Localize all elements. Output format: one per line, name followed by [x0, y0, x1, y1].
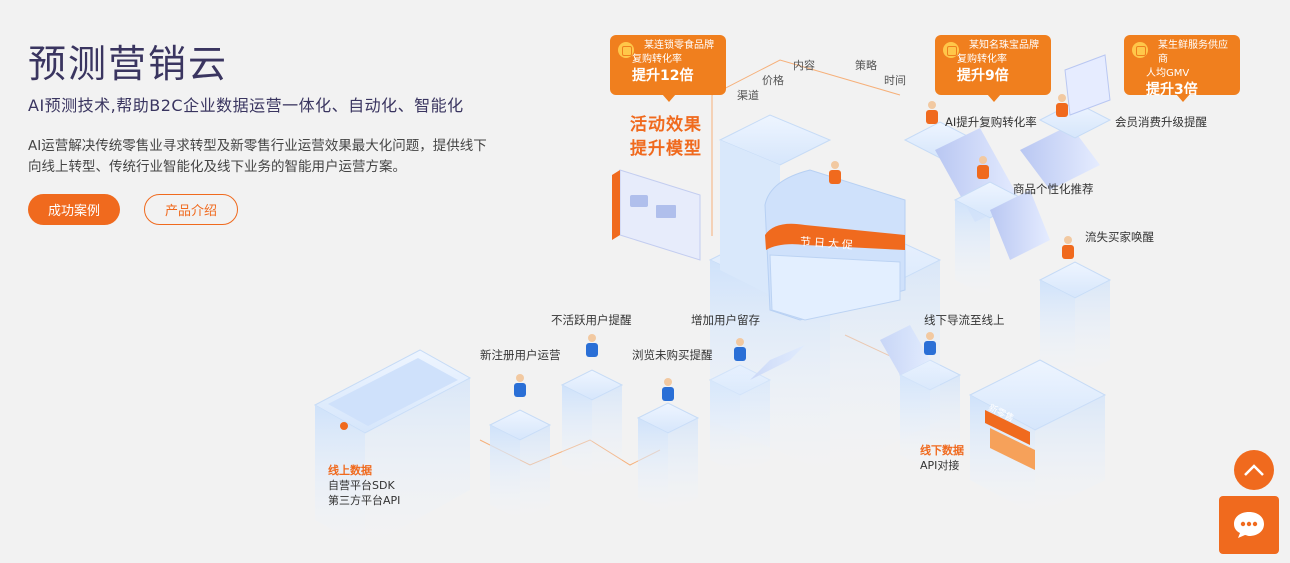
label-membership: 会员消费升级提醒	[1115, 115, 1207, 129]
label-inactive: 不活跃用户提醒	[551, 313, 632, 327]
callout-jewelry-brand: 某知名珠宝品牌 复购转化率 提升9倍	[935, 35, 1051, 102]
callout-metric: 人均GMV	[1146, 68, 1190, 79]
model-title: 活动效果 提升模型	[630, 113, 702, 161]
message-board	[612, 169, 701, 261]
label-offline-to-online: 线下导流至线上	[924, 313, 1005, 327]
model-title-line2: 提升模型	[630, 139, 702, 159]
main-building	[708, 114, 942, 475]
offline-data-block: 线下数据 API对接	[920, 443, 964, 473]
offline-data-title: 线下数据	[920, 444, 964, 457]
illustration-graphics	[313, 54, 1112, 548]
callout-fresh-supplier: 某生鲜服务供应商 人均GMV 提升3倍	[1124, 35, 1240, 102]
badge-icon	[1132, 42, 1148, 58]
phone-illustration	[313, 349, 472, 548]
offline-data-api: API对接	[920, 459, 960, 472]
badge-icon	[943, 42, 959, 58]
label-ai-repurchase: AI提升复购转化率	[945, 115, 1037, 129]
success-cases-button[interactable]: 成功案例	[28, 194, 121, 225]
label-new-user: 新注册用户运营	[480, 348, 561, 362]
product-intro-button[interactable]: 产品介绍	[144, 194, 239, 225]
hero-text-block: 预测营销云 AI预测技术,帮助B2C企业数据运营一体化、自动化、智能化 AI运营…	[28, 40, 508, 225]
hero-buttons: 成功案例 产品介绍	[28, 194, 508, 225]
label-churn: 流失买家唤醒	[1085, 230, 1154, 244]
dimension-price: 价格	[762, 74, 784, 87]
chat-button[interactable]	[1219, 496, 1279, 554]
back-to-top-button[interactable]	[1234, 450, 1274, 490]
page-description: AI运营解决传统零售业寻求转型及新零售行业运营效果最大化问题，提供线下向线上转型…	[28, 138, 487, 175]
online-data-sdk: 自营平台SDK	[328, 479, 395, 492]
dimension-content: 内容	[793, 59, 815, 72]
label-retention: 增加用户留存	[691, 313, 760, 327]
callout-metric: 复购转化率	[632, 54, 682, 65]
callout-brand: 某生鲜服务供应商	[1158, 40, 1228, 65]
page-title: 预测营销云	[28, 42, 229, 86]
chevron-up-icon	[1244, 464, 1264, 476]
dimension-strategy: 策略	[855, 59, 877, 72]
callout-gain: 提升3倍	[1146, 82, 1198, 98]
callout-gain: 提升12倍	[632, 68, 694, 84]
retail-shop	[968, 359, 1107, 515]
page-subtitle: AI预测技术,帮助B2C企业数据运营一体化、自动化、智能化	[28, 96, 464, 115]
online-data-title: 线上数据	[328, 464, 372, 477]
model-title-line1: 活动效果	[630, 115, 702, 135]
callout-brand: 某知名珠宝品牌	[969, 40, 1039, 51]
dimension-channel: 渠道	[737, 89, 759, 102]
callout-gain: 提升9倍	[957, 68, 1009, 84]
dimension-time: 时间	[884, 74, 906, 87]
badge-icon	[618, 42, 634, 58]
label-browse-no-buy: 浏览未购买提醒	[632, 348, 713, 362]
people-figures	[514, 94, 1074, 401]
callout-metric: 复购转化率	[957, 54, 1007, 65]
isometric-illustration: 活动效果 提升模型 渠道 价格 内容 策略 时间 某连锁零食品牌 复购转化率 提…	[300, 0, 1280, 563]
online-data-block: 线上数据 自营平台SDK 第三方平台API	[328, 463, 400, 508]
label-personalized: 商品个性化推荐	[1013, 182, 1094, 196]
callout-snack-brand: 某连锁零食品牌 复购转化率 提升12倍	[610, 35, 726, 102]
callout-brand: 某连锁零食品牌	[644, 40, 714, 51]
chat-bubble-icon	[1234, 512, 1264, 538]
online-data-api: 第三方平台API	[328, 494, 401, 507]
